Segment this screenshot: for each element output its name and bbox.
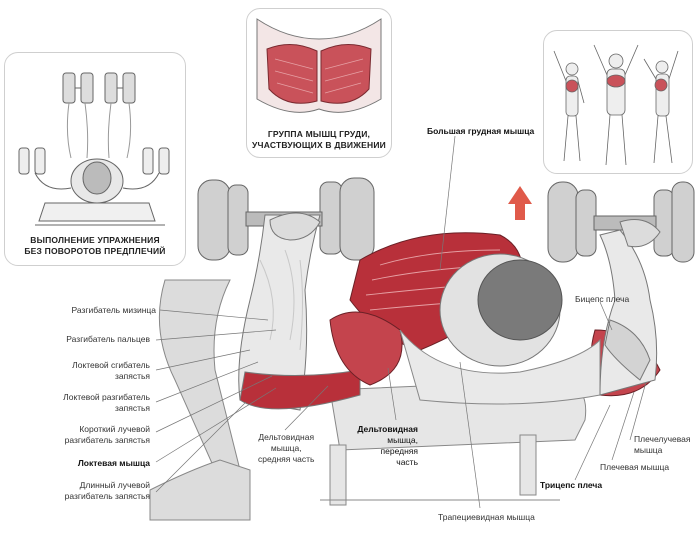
caption-line-2: УЧАСТВУЮЩИХ В ДВИЖЕНИИ	[252, 140, 386, 150]
label-line: разгибатель запястья	[64, 491, 150, 501]
figure-right	[643, 50, 679, 164]
dumbbell-icon	[197, 177, 375, 261]
panel-chest-muscles: ГРУППА МЫШЦ ГРУДИ, УЧАСТВУЮЩИХ В ДВИЖЕНИ…	[246, 8, 392, 158]
label-brachioradialis: Плечелучевая мышца	[634, 434, 691, 456]
overhead-press-figure	[18, 72, 170, 226]
label-line: средняя часть	[258, 454, 315, 464]
label-line: мышца,	[387, 435, 418, 445]
right-arm	[599, 219, 661, 396]
label-triceps: Трицепс плеча	[540, 480, 603, 490]
label-extensor-digitorum: Разгибатель пальцев	[66, 334, 150, 344]
label-flexor-carpi-ulnaris: Локтевой сгибатель запястья	[72, 360, 150, 382]
label-line: Дельтовидная	[258, 432, 315, 442]
label-line: Плечелучевая	[634, 434, 691, 444]
label-line: Длинный лучевой	[79, 480, 150, 490]
panel-muscle-figures	[543, 30, 693, 174]
left-arm	[238, 212, 361, 411]
figure-middle	[593, 44, 639, 166]
label-anconeus: Локтевая мышца	[77, 458, 150, 468]
label-line: Короткий лучевой	[79, 424, 150, 434]
caption-line-2: БЕЗ ПОВОРОТОВ ПРЕДПЛЕЧИЙ	[24, 246, 166, 256]
label-line: запястья	[114, 403, 150, 413]
label-line: мышца,	[270, 443, 302, 453]
head	[439, 253, 563, 367]
chest-muscles-figure	[256, 18, 382, 113]
label-extensor-carpi-radialis-longus: Длинный лучевой разгибатель запястья	[65, 480, 150, 502]
caption-line-1: ВЫПОЛНЕНИЕ УПРАЖНЕНИЯ	[30, 235, 160, 245]
label-extensor-carpi-radialis-brevis: Короткий лучевой разгибатель запястья	[65, 424, 150, 446]
label-extensor-digiti-minimi: Разгибатель мизинца	[71, 305, 157, 315]
label-pectoralis-major: Большая грудная мышца	[427, 126, 535, 136]
shoulder-area	[399, 329, 601, 405]
caption-exercise: ВЫПОЛНЕНИЕ УПРАЖНЕНИЯ БЕЗ ПОВОРОТОВ ПРЕД…	[5, 235, 185, 257]
label-line: запястья	[114, 371, 150, 381]
label-line: часть	[396, 457, 418, 467]
label-line: разгибатель запястья	[64, 435, 150, 445]
label-extensor-carpi-ulnaris: Локтевой разгибатель запястья	[63, 392, 150, 414]
caption-line-1: ГРУППА МЫШЦ ГРУДИ,	[267, 129, 371, 139]
label-line: мышца	[634, 445, 663, 455]
label-deltoid-anterior: Дельтовидная мышца, передняя часть	[356, 424, 418, 468]
muscle-figures	[553, 44, 679, 166]
up-arrow-icon	[508, 186, 532, 220]
figure-left	[553, 50, 585, 162]
label-biceps: Бицепс плеча	[575, 294, 630, 304]
left-leg	[149, 279, 251, 521]
dumbbell-icon	[547, 181, 695, 263]
label-brachialis: Плечевая мышца	[600, 462, 670, 472]
label-line: передняя	[380, 446, 418, 456]
label-line: Дельтовидная	[357, 424, 418, 434]
label-line: Локтевой сгибатель	[72, 360, 150, 370]
panel-exercise-no-rotation: ВЫПОЛНЕНИЕ УПРАЖНЕНИЯ БЕЗ ПОВОРОТОВ ПРЕД…	[4, 52, 186, 266]
label-line: Локтевой разгибатель	[63, 392, 150, 402]
leader-lines	[155, 135, 647, 509]
caption-chest: ГРУППА МЫШЦ ГРУДИ, УЧАСТВУЮЩИХ В ДВИЖЕНИ…	[247, 129, 391, 151]
label-trapezius: Трапециевидная мышца	[438, 512, 535, 522]
label-deltoid-middle: Дельтовидная мышца, средняя часть	[258, 432, 314, 465]
